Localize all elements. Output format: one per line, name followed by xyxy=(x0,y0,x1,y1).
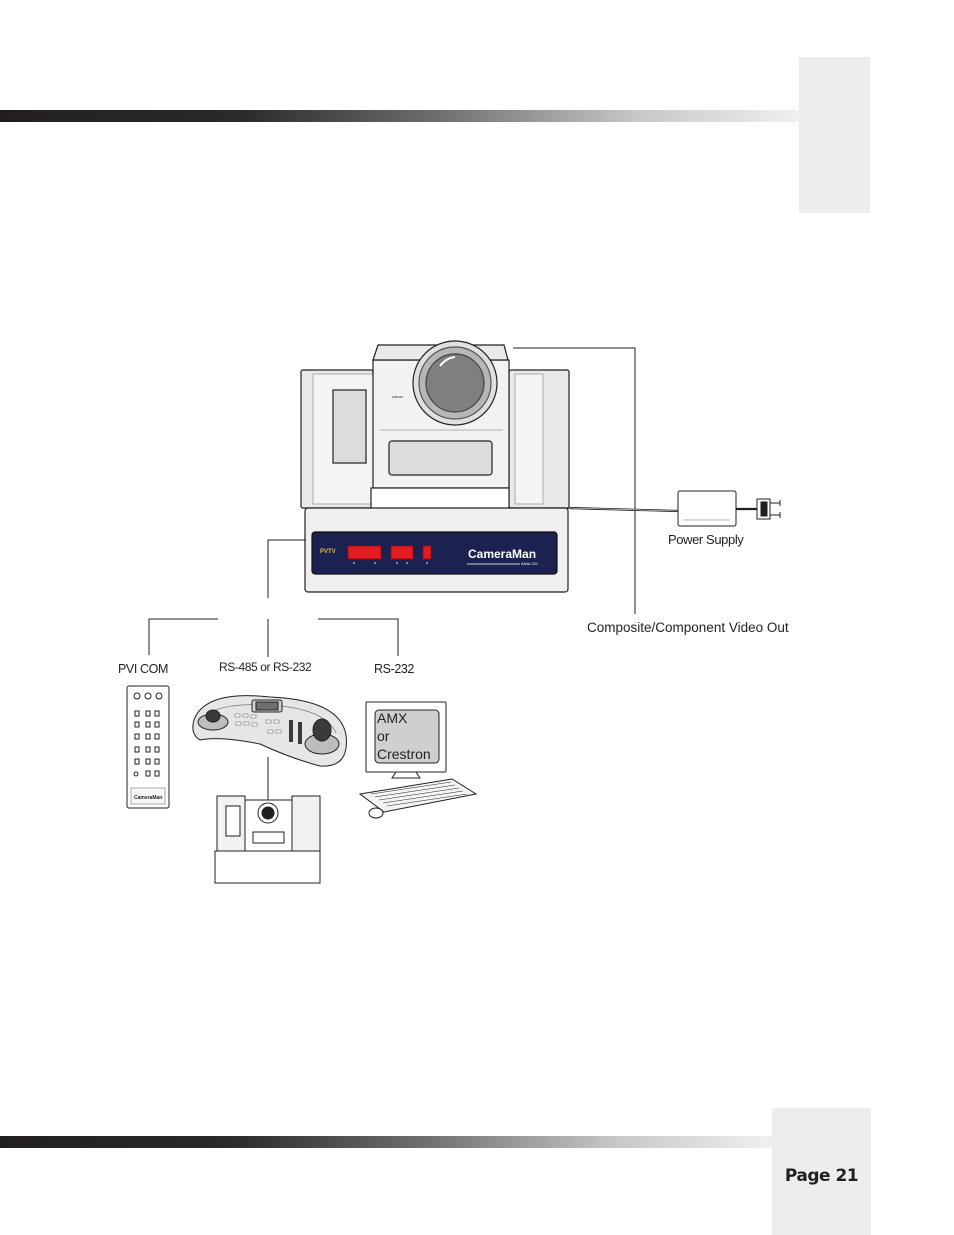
camera-brand-badge: PVTV xyxy=(320,549,336,555)
control-line xyxy=(267,539,306,598)
camera-model-sub: ANALOG xyxy=(521,561,538,566)
svg-text:canon: canon xyxy=(392,394,403,399)
pvi-com-line xyxy=(148,618,218,655)
power-supply-label: Power Supply xyxy=(668,532,744,547)
monitor-line-or: or xyxy=(377,728,390,744)
power-cable xyxy=(567,506,757,513)
camera-head-panel xyxy=(388,440,493,476)
side-tab-bottom xyxy=(772,1108,871,1235)
monitor-screen-text: AMX or Crestron xyxy=(377,709,439,763)
rs485-rs232-label: RS-485 or RS-232 xyxy=(219,660,312,674)
connection-lines xyxy=(148,347,636,800)
pvi-com-label: PVI COM xyxy=(118,662,168,676)
side-tab-top xyxy=(799,57,870,213)
monitor-line-amx: AMX xyxy=(377,710,408,726)
secondary-camera xyxy=(214,795,321,884)
camera-yoke-window xyxy=(332,389,367,464)
lens-icon xyxy=(425,353,485,413)
camera-indicator-led xyxy=(422,545,432,560)
header-gradient-bar xyxy=(0,110,800,122)
remote-brand-label: CameraMan xyxy=(134,795,162,801)
video-out-label: Composite/Component Video Out xyxy=(587,620,789,635)
camera-indicator-small xyxy=(390,545,414,560)
rs232-line xyxy=(318,618,399,656)
video-out-line xyxy=(513,347,636,614)
camera-model-label: CameraMan xyxy=(468,547,536,561)
footer-gradient-bar xyxy=(0,1136,772,1148)
control-computer xyxy=(358,701,478,819)
pvi-com-remote xyxy=(126,685,170,809)
camera-indicator-display xyxy=(347,545,382,560)
main-camera: canon xyxy=(300,340,570,593)
rs232-label: RS-232 xyxy=(374,662,414,676)
joystick-controller xyxy=(192,695,347,767)
power-supply xyxy=(677,490,781,527)
camera-neck xyxy=(370,487,510,511)
page-number: Page 21 xyxy=(784,1166,859,1186)
monitor-line-crestron: Crestron xyxy=(377,746,431,762)
